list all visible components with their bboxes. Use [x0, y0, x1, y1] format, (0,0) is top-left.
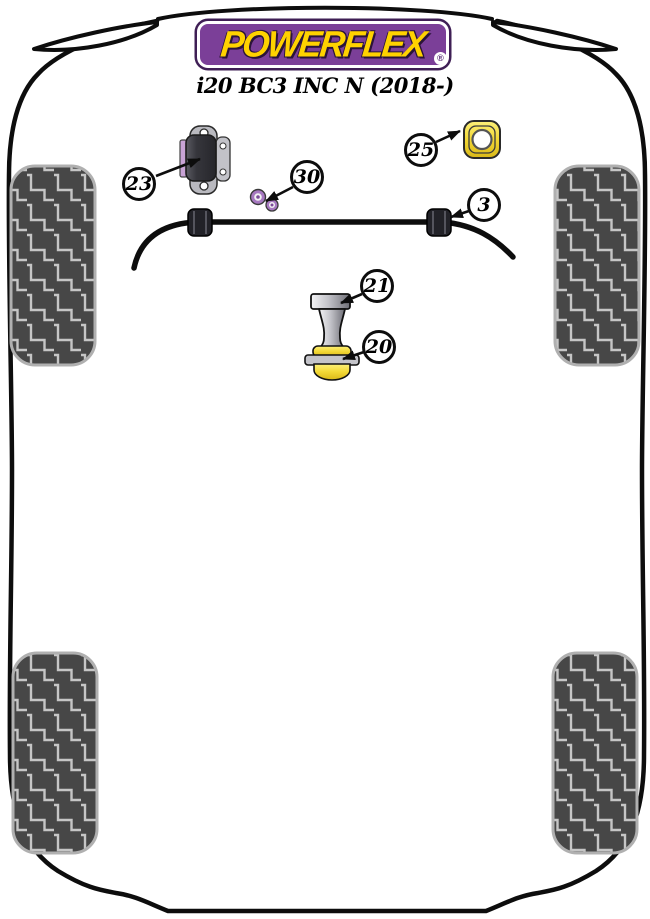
callout-20[interactable]: 20 — [362, 330, 396, 364]
torque-mount-shaft — [318, 308, 346, 349]
arrow-3 — [450, 208, 470, 219]
tire-rear-left — [11, 651, 99, 855]
mirror-left — [32, 20, 159, 52]
torque-mount-bush-lower — [313, 363, 351, 381]
engine-mount — [179, 125, 231, 195]
mirror-right — [491, 20, 618, 52]
car-outline — [6, 5, 648, 914]
tire-front-right — [553, 164, 641, 367]
engine-mount-barrel — [185, 134, 217, 182]
callout-25[interactable]: 25 — [404, 133, 438, 167]
registered-trademark-icon: ® — [434, 52, 447, 65]
engine-mount-hole-bottom — [199, 181, 209, 191]
arrow-23 — [155, 157, 201, 178]
washer-large — [249, 188, 267, 206]
tires — [9, 164, 641, 855]
powerflex-logo-text: POWERFLEX — [219, 24, 427, 65]
roof-line — [156, 5, 494, 21]
callout-arrows — [155, 129, 470, 361]
torque-mount — [304, 293, 360, 381]
callout-30[interactable]: 30 — [290, 160, 324, 194]
arrow-30 — [265, 185, 294, 203]
square-mount-insert — [463, 120, 501, 159]
tire-front-left — [9, 164, 97, 367]
car-body-outline — [6, 18, 648, 914]
callout-21[interactable]: 21 — [360, 269, 394, 303]
anti-roll-bar — [131, 208, 516, 271]
bracket-hole-bottom — [219, 168, 227, 176]
callout-3[interactable]: 3 — [467, 188, 501, 222]
bush-washers — [249, 188, 279, 212]
anti-roll-bar-tube — [131, 219, 516, 271]
arrow-21 — [340, 292, 363, 305]
arb-bush-left — [187, 208, 213, 237]
arrow-25 — [435, 129, 461, 144]
page-title: i20 BC3 INC N (2018-) — [196, 73, 454, 98]
tire-rear-right — [551, 651, 639, 855]
arb-bush-right — [426, 208, 452, 237]
powerflex-logo: POWERFLEX ® — [197, 21, 449, 68]
bracket-hole-top — [219, 142, 227, 150]
arrow-20 — [342, 350, 365, 361]
callout-23[interactable]: 23 — [122, 167, 156, 201]
